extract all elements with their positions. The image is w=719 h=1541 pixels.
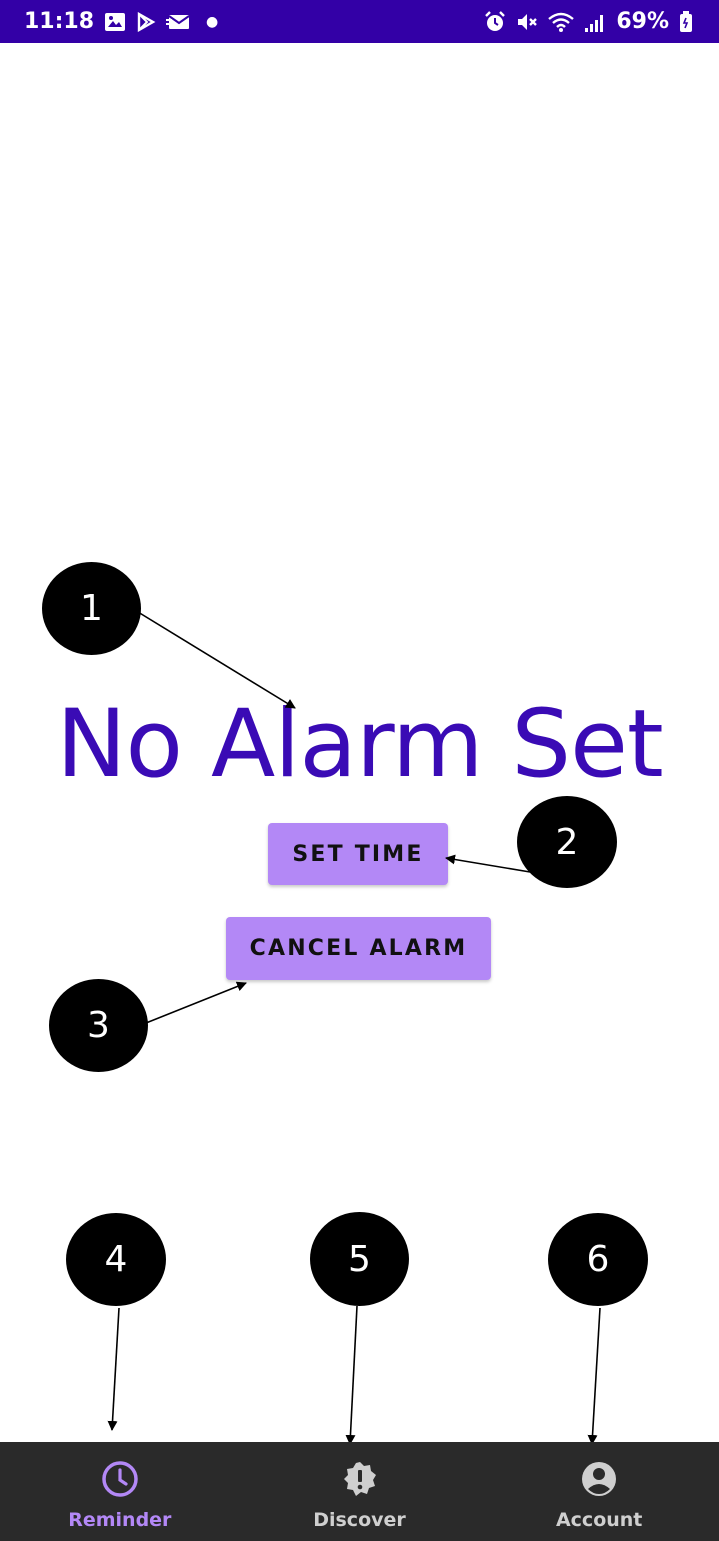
- callout-arrow-2: [445, 854, 531, 873]
- alarm-status-heading: No Alarm Set: [56, 690, 664, 799]
- nav-label-account: Account: [555, 1509, 643, 1531]
- status-time: 11:18: [24, 9, 95, 34]
- callout-arrow-4: [107, 1307, 120, 1431]
- clock-icon: [100, 1459, 140, 1499]
- mute-icon: [516, 11, 538, 33]
- wifi-icon: [548, 11, 575, 33]
- bottom-navigation: Reminder Discover Account: [0, 1442, 719, 1541]
- play-store-icon: [136, 11, 156, 32]
- signal-icon: [584, 11, 606, 33]
- alert-badge-icon: [340, 1459, 380, 1499]
- gallery-icon: [104, 12, 126, 32]
- notification-dot-icon: ●: [206, 13, 219, 30]
- set-time-button[interactable]: SET TIME: [268, 823, 448, 885]
- cancel-alarm-button[interactable]: CANCEL ALARM: [226, 917, 491, 980]
- callout-badge-1: 1: [42, 562, 141, 655]
- alarm-icon: [484, 10, 506, 33]
- callout-badge-2: 2: [517, 796, 617, 888]
- nav-item-discover[interactable]: Discover: [240, 1442, 480, 1541]
- callout-badge-6: 6: [548, 1213, 648, 1306]
- status-bar-left: 11:18 ●: [24, 9, 218, 34]
- nav-item-reminder[interactable]: Reminder: [0, 1442, 240, 1541]
- battery-percent: 69%: [616, 9, 669, 34]
- email-icon: [166, 12, 192, 32]
- status-bar: 11:18 ● 69%: [0, 0, 719, 43]
- callout-arrow-3: [145, 981, 247, 1024]
- callout-badge-4: 4: [66, 1213, 166, 1306]
- account-circle-icon: [579, 1459, 619, 1499]
- status-bar-right: 69%: [484, 9, 693, 34]
- nav-item-account[interactable]: Account: [479, 1442, 719, 1541]
- callout-badge-3: 3: [49, 979, 148, 1072]
- callout-badge-5: 5: [310, 1212, 409, 1306]
- callout-arrow-5: [345, 1305, 358, 1445]
- nav-label-discover: Discover: [313, 1509, 406, 1531]
- callout-arrow-6: [587, 1307, 601, 1445]
- nav-label-reminder: Reminder: [68, 1509, 172, 1531]
- battery-icon: [679, 10, 693, 33]
